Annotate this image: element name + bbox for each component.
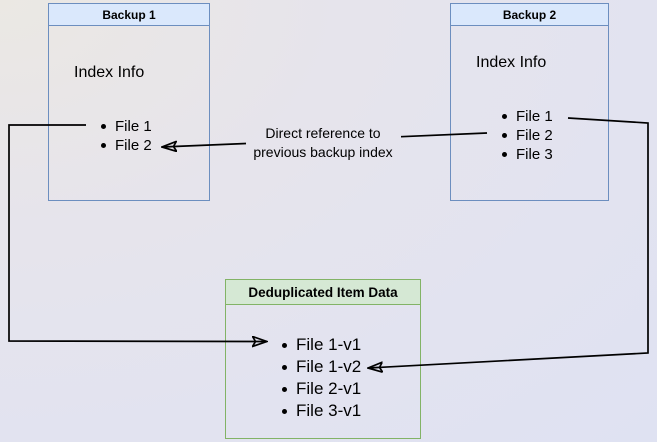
bullet-icon xyxy=(282,364,287,370)
list-item: File 1 xyxy=(101,117,152,136)
list-item: File 2 xyxy=(502,126,553,145)
list-item-label: File 2-v1 xyxy=(296,379,362,398)
list-item-label: File 1-v2 xyxy=(296,357,362,376)
list-item-label: File 1-v1 xyxy=(296,335,362,354)
bullet-icon xyxy=(502,114,507,119)
backup2-node: Backup 2 Index Info File 1 File 2 File 3 xyxy=(450,3,609,201)
dedup-node: Deduplicated Item Data File 1-v1 File 1-… xyxy=(225,279,421,439)
arrow-backup2-file2-to-backup1-tail xyxy=(400,132,488,138)
arrow-backup1-file1-to-dedup xyxy=(8,124,267,342)
list-item: File 2 xyxy=(101,136,152,155)
dedup-title: Deduplicated Item Data xyxy=(248,284,398,300)
backup1-header: Backup 1 xyxy=(49,4,209,26)
edge-label-line2: previous backup index xyxy=(253,143,393,160)
list-item-label: File 3 xyxy=(516,146,553,163)
edge-label-line1: Direct reference to xyxy=(265,125,381,141)
bullet-icon xyxy=(282,408,287,414)
backup1-title: Backup 1 xyxy=(102,7,156,22)
arrow-backup2-file2-to-backup1-head xyxy=(162,144,247,148)
backup2-file-list: File 1 File 2 File 3 xyxy=(502,107,553,164)
backup2-header: Backup 2 xyxy=(451,4,608,26)
bullet-icon xyxy=(502,133,507,138)
dedup-file-list: File 1-v1 File 1-v2 File 2-v1 File 3-v1 xyxy=(282,334,361,422)
backup1-node: Backup 1 Index Info File 1 File 2 xyxy=(48,3,210,201)
list-item: File 3-v1 xyxy=(282,400,361,422)
bullet-icon xyxy=(282,386,287,392)
backup2-title: Backup 2 xyxy=(502,7,557,22)
bullet-icon xyxy=(502,152,507,157)
edge-label-direct-reference: Direct reference to previous backup inde… xyxy=(238,124,408,161)
backup1-file-list: File 1 File 2 xyxy=(101,117,152,155)
bullet-icon xyxy=(282,342,287,348)
list-item: File 1-v1 xyxy=(282,334,361,356)
bullet-icon xyxy=(101,143,106,148)
list-item-label: File 1 xyxy=(516,108,553,125)
bullet-icon xyxy=(101,124,106,129)
list-item: File 3 xyxy=(502,145,553,164)
list-item-label: File 2 xyxy=(115,137,152,154)
list-item-label: File 3-v1 xyxy=(296,401,362,420)
list-item: File 2-v1 xyxy=(282,378,361,400)
list-item: File 1-v2 xyxy=(282,356,361,378)
arrow-backup2-file1-to-dedup xyxy=(368,117,649,368)
backup1-index-info-label: Index Info xyxy=(74,64,145,81)
dedup-header: Deduplicated Item Data xyxy=(226,280,420,305)
list-item: File 1 xyxy=(502,107,553,126)
list-item-label: File 2 xyxy=(516,127,553,144)
list-item-label: File 1 xyxy=(115,118,152,135)
backup2-index-info-label: Index Info xyxy=(476,54,547,71)
